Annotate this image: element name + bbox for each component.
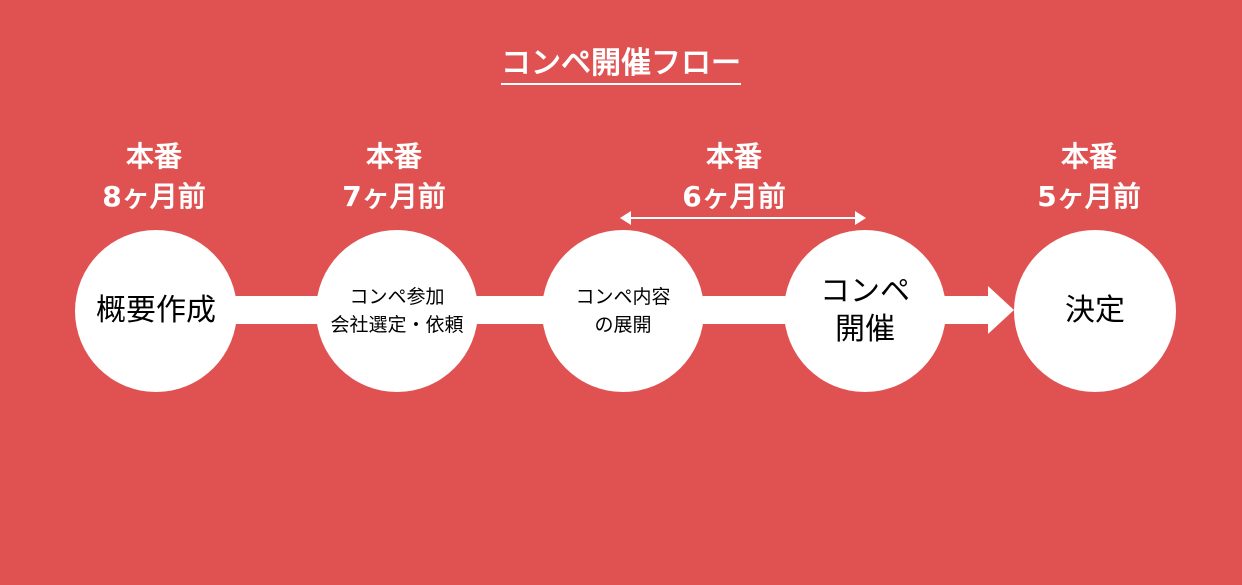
step-circle: 概要作成 (75, 230, 237, 392)
page-title: コンペ開催フロー (0, 38, 1242, 85)
step-circle: コンペ参加会社選定・依頼 (316, 230, 478, 392)
step-circle: コンペ開催 (784, 230, 946, 392)
arrow-right-icon (988, 286, 1014, 334)
double-arrow-icon (620, 211, 866, 225)
step-circle: 決定 (1014, 230, 1176, 392)
step-circle: コンペ内容の展開 (542, 230, 704, 392)
